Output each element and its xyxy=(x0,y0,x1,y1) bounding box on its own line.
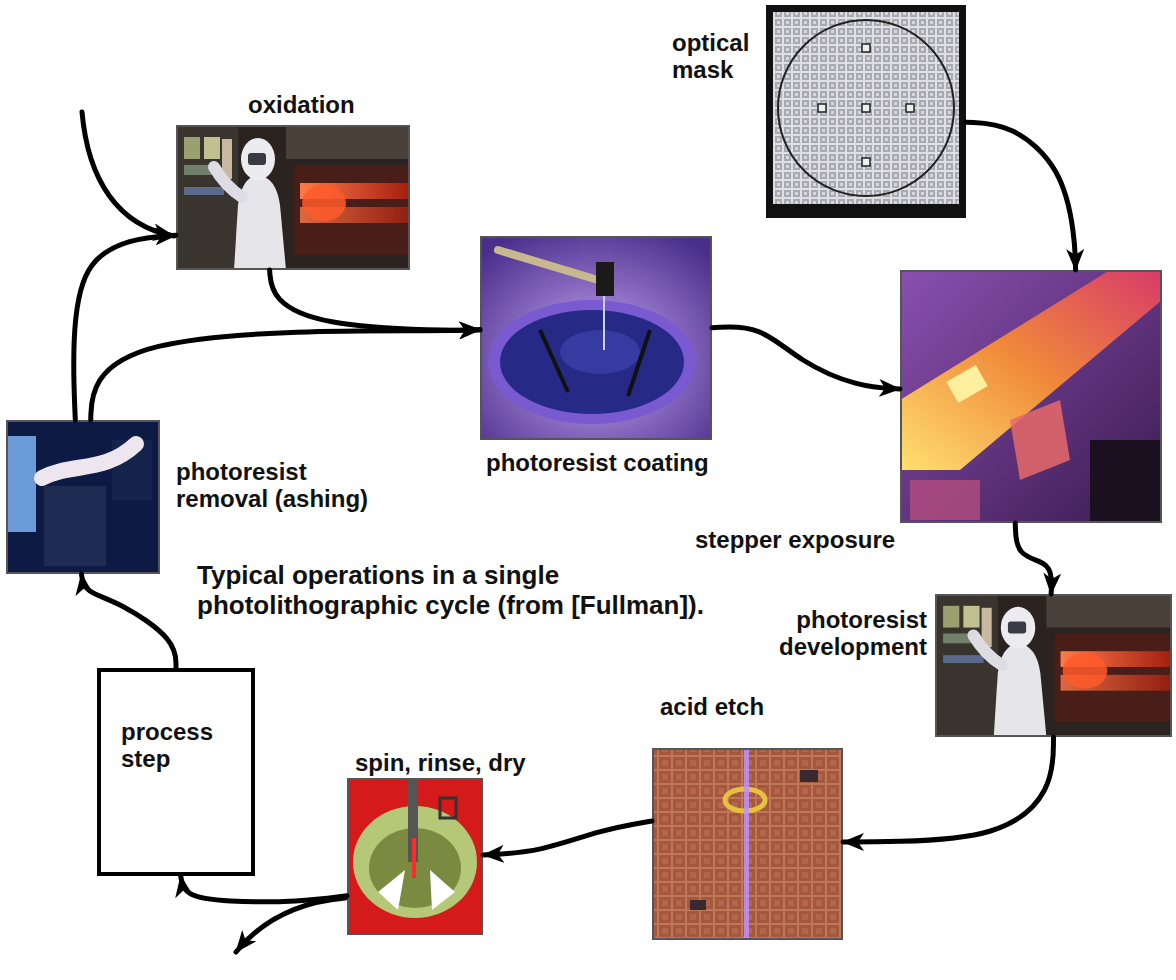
coating-photo xyxy=(480,236,712,440)
resist-stream xyxy=(603,296,605,350)
flow-arrow xyxy=(74,235,176,420)
flow-arrow xyxy=(966,122,1076,270)
nozzle xyxy=(596,262,614,296)
fixture xyxy=(440,798,456,818)
step-photo: photoresist coating xyxy=(480,236,712,440)
rotor-blade xyxy=(378,870,455,910)
photo-tint xyxy=(652,748,843,940)
oxidation-photo xyxy=(176,125,410,270)
window-light xyxy=(8,436,36,532)
asher-body xyxy=(44,486,106,566)
step-photo: oxidation xyxy=(176,125,410,270)
step-photo: optical mask xyxy=(766,5,966,218)
photo-frame xyxy=(7,421,159,573)
entry-arrow xyxy=(82,112,174,236)
step-label: stepper exposure xyxy=(695,526,895,553)
exit-arrow xyxy=(236,898,345,952)
process-box: process step xyxy=(97,668,255,876)
etch-photo xyxy=(652,748,843,940)
mask-mark xyxy=(862,104,870,112)
mask-mark xyxy=(862,44,870,52)
step-label: photoresist removal (ashing) xyxy=(176,458,391,512)
mask-circle xyxy=(778,20,954,196)
mask-mark xyxy=(862,158,870,166)
chuck-arm xyxy=(540,330,650,396)
quartz-tube xyxy=(42,444,136,478)
wafer-sheen xyxy=(560,330,640,374)
photo-frame xyxy=(901,271,1161,522)
photo-frame xyxy=(481,237,711,439)
flow-arrow xyxy=(81,574,176,668)
flow-arrow xyxy=(1015,523,1051,594)
photo-ground xyxy=(347,778,483,935)
step-label: photoresist development xyxy=(755,606,927,660)
caption-block: Typical operations in a single photolith… xyxy=(197,560,717,620)
mask-mark xyxy=(818,104,826,112)
light-beam xyxy=(744,750,749,938)
stage-block xyxy=(1090,440,1162,523)
flow-arrow xyxy=(843,737,1054,842)
flow-arrow xyxy=(712,327,900,389)
caption-text: Typical operations in a single photolith… xyxy=(197,560,717,620)
photo-ground xyxy=(6,420,160,574)
step-photo: spin, rinse, dry xyxy=(347,778,483,935)
wafer xyxy=(500,310,684,414)
spin-photo xyxy=(347,778,483,935)
step-photo: photoresist development xyxy=(935,594,1172,737)
ashing-photo xyxy=(6,420,160,574)
photo-frame xyxy=(653,749,842,939)
photo-ground xyxy=(900,270,1162,523)
mask-photo xyxy=(766,5,966,218)
wafer-stage xyxy=(910,480,980,520)
flow-arrow xyxy=(91,330,480,420)
spin-rod-tip xyxy=(412,838,416,878)
step-label: acid etch xyxy=(660,693,764,720)
step-label: oxidation xyxy=(248,91,355,118)
step-photo: photoresist removal (ashing) xyxy=(6,420,160,574)
step-photo: acid etch xyxy=(652,748,843,940)
dispense-arm xyxy=(498,250,598,280)
reticle-window xyxy=(946,365,987,403)
development-photo xyxy=(935,594,1172,737)
flow-arrow xyxy=(483,821,652,855)
mask-frame xyxy=(766,5,966,218)
step-label: photoresist coating xyxy=(486,449,709,476)
die-mark xyxy=(690,900,706,910)
die-mark xyxy=(800,770,818,782)
flow-arrow xyxy=(270,270,480,330)
photo-ground xyxy=(480,236,712,440)
wafer-dies xyxy=(652,748,843,940)
photo-frame xyxy=(348,779,482,934)
prism xyxy=(1010,400,1070,480)
mask-mark xyxy=(906,104,914,112)
process-label: process step xyxy=(121,718,241,772)
stepper-photo xyxy=(900,270,1162,523)
mask-grid xyxy=(773,12,959,204)
step-label: spin, rinse, dry xyxy=(355,749,526,776)
flow-arrow xyxy=(181,876,347,902)
step-label: optical mask xyxy=(672,29,760,83)
bowl-rim xyxy=(488,300,696,424)
step-photo: stepper exposure xyxy=(900,270,1162,523)
